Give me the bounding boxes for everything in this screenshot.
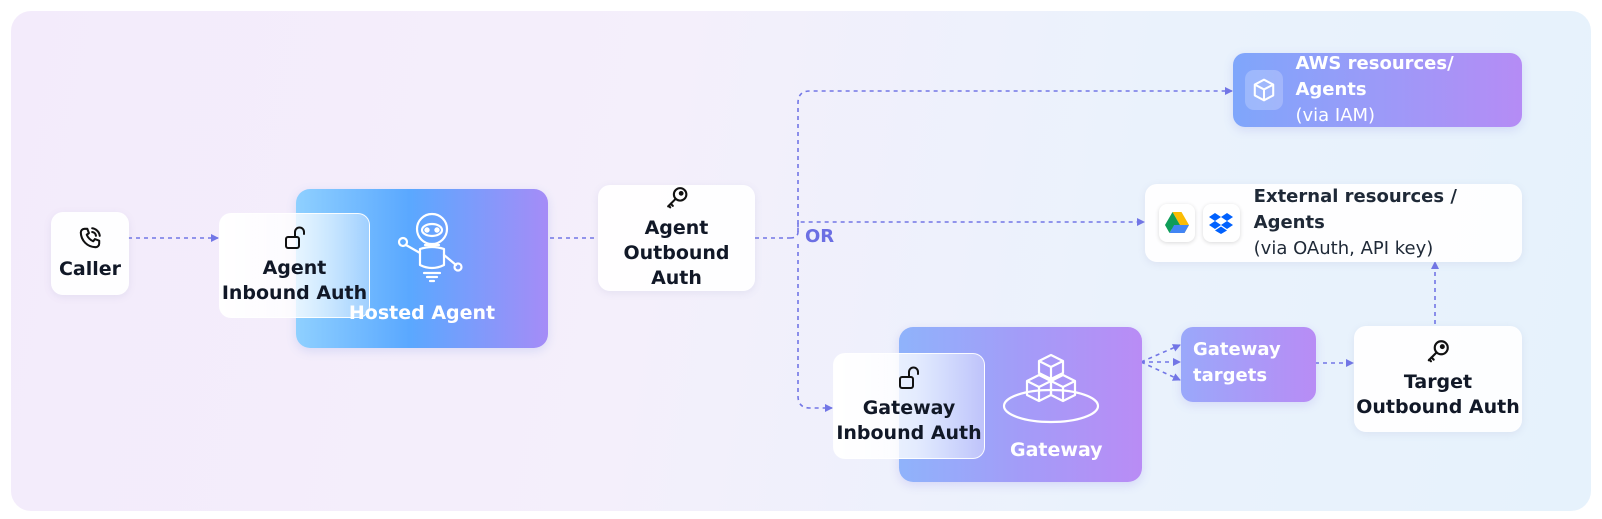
- external-title: External resources / Agents: [1253, 186, 1457, 233]
- target-outbound-auth-label: Target Outbound Auth: [1356, 371, 1520, 418]
- agent-outbound-auth-node: Agent Outbound Auth: [598, 185, 755, 291]
- agent-outbound-auth-label: Agent Outbound Auth: [623, 217, 730, 289]
- key-icon: [1427, 340, 1449, 363]
- gateway-inbound-auth-label: Gateway Inbound Auth: [836, 397, 982, 444]
- unlock-icon: [284, 226, 305, 249]
- gateway-targets-label: Gateway targets: [1193, 339, 1281, 386]
- key-icon: [666, 187, 687, 209]
- or-label: OR: [805, 226, 835, 247]
- gateway-inbound-auth-node: Gateway Inbound Auth: [833, 353, 985, 459]
- caller-label: Caller: [58, 258, 122, 280]
- robot-icon: [397, 212, 463, 283]
- gateway-label: Gateway: [1010, 439, 1103, 461]
- dropbox-icon: [1209, 213, 1234, 234]
- hosted-agent-label: Hosted Agent: [348, 302, 496, 324]
- gateway-targets-node: Gateway targets: [1181, 327, 1316, 402]
- external-resources-node: External resources / Agents (via OAuth, …: [1145, 184, 1522, 262]
- aws-icon-tile: [1245, 70, 1284, 110]
- aws-resources-node: AWS resources/ Agents (via IAM): [1233, 53, 1522, 127]
- aws-title: AWS resources/ Agents: [1295, 53, 1454, 100]
- unlock-icon: [899, 366, 919, 389]
- agent-inbound-auth-node: Agent Inbound Auth: [219, 213, 370, 318]
- agent-inbound-auth-label: Agent Inbound Auth: [221, 256, 368, 304]
- cube-icon: [1253, 78, 1275, 102]
- caller-node: Caller: [51, 212, 129, 295]
- phone-icon: [79, 227, 101, 249]
- dropbox-tile: [1203, 204, 1240, 242]
- stacked-cubes-icon: [1002, 353, 1100, 424]
- target-outbound-auth-node: Target Outbound Auth: [1354, 326, 1522, 432]
- google-drive-tile: [1159, 204, 1196, 242]
- google-drive-icon: [1165, 212, 1190, 233]
- external-subtitle: (via OAuth, API key): [1253, 238, 1434, 259]
- aws-subtitle: (via IAM): [1295, 105, 1376, 126]
